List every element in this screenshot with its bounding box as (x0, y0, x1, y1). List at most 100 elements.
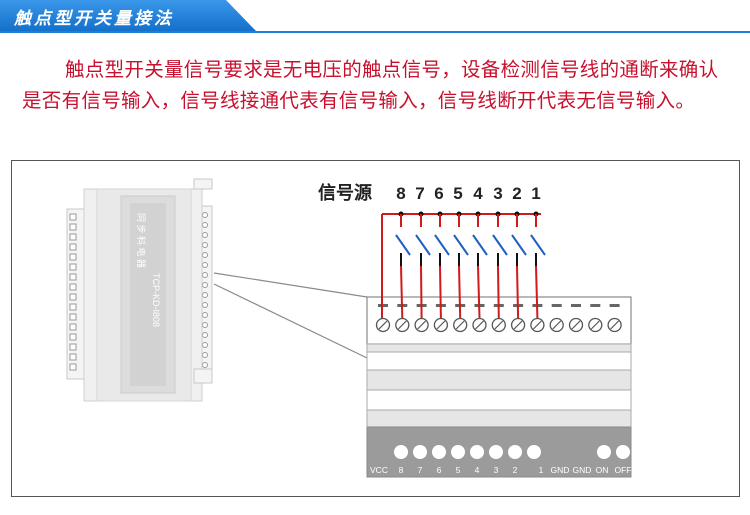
terminal-label: VCC (370, 465, 388, 475)
switch-contact (434, 234, 450, 256)
switch-contact (530, 234, 546, 256)
terminal-label: GND (551, 465, 570, 475)
section-title: 触点型开关量接法 (14, 9, 174, 29)
callout-line-top (213, 272, 368, 298)
device-left-terminal (69, 223, 77, 231)
terminal-hole (432, 445, 446, 459)
device-right-terminal (202, 212, 208, 218)
screw-slot (532, 320, 542, 330)
terminal-hole (451, 445, 465, 459)
device-left-terminal (69, 273, 77, 281)
channel-number: 7 (415, 184, 424, 203)
device-right-terminal (202, 272, 208, 278)
terminal-dash (551, 304, 562, 307)
channel-number: 5 (453, 184, 462, 203)
channel-wire-lower (477, 265, 481, 319)
screw-slot (455, 320, 465, 330)
terminal-dash (571, 304, 581, 307)
channel-number: 1 (531, 184, 540, 203)
device-left-terminal (69, 363, 77, 371)
device-left-terminal (69, 343, 77, 351)
terminal-hole (527, 445, 541, 459)
device-left-terminal (69, 283, 77, 291)
left-terminal-column (69, 213, 77, 371)
device-brand-label: 同 步 科 电 器 (136, 213, 147, 268)
terminal-dash (590, 304, 601, 307)
device-left-terminal (69, 293, 77, 301)
device-right-terminal (202, 232, 208, 238)
device-right-terminal (202, 342, 208, 348)
device-left-terminal (69, 233, 77, 241)
terminal-label: 3 (494, 465, 499, 475)
screw-slot (552, 320, 562, 330)
device-right-terminal (202, 242, 208, 248)
signal-wires (381, 211, 546, 319)
description-text: 触点型开关量信号要求是无电压的触点信号，设备检测信号线的通断来确认是否有信号输入… (22, 58, 719, 112)
device-left-terminal (69, 263, 77, 271)
channel-wire-lower (458, 265, 462, 319)
device-right-terminal (202, 282, 208, 288)
screw-slot (610, 320, 620, 330)
device-left-terminal (69, 333, 77, 341)
terminal-dash (609, 304, 620, 307)
terminal-holes (394, 445, 630, 459)
terminal-hole (413, 445, 427, 459)
io-module-device: 同 步 科 电 器 TCP-KD-I808 (66, 178, 213, 402)
terminal-label: 8 (399, 465, 404, 475)
device-left-terminal (69, 323, 77, 331)
device-left-terminal (69, 253, 77, 261)
terminal-hole (597, 445, 611, 459)
terminal-hole (508, 445, 522, 459)
channel-wire-lower (497, 265, 500, 319)
header-divider (0, 31, 750, 33)
device-right-terminal (202, 222, 208, 228)
screw-slot (397, 320, 407, 330)
device-right-terminal (202, 332, 208, 338)
device-right-terminal (202, 322, 208, 328)
terminal-label: 4 (475, 465, 480, 475)
device-left-terminal (69, 353, 77, 361)
terminal-label: ON (596, 465, 609, 475)
header-tab: 触点型开关量接法 (0, 0, 256, 31)
terminal-label: 5 (456, 465, 461, 475)
channel-number: 2 (512, 184, 521, 203)
signal-source-label: 信号源 (318, 182, 372, 203)
channel-wire-lower (420, 265, 423, 319)
device-right-terminal (202, 302, 208, 308)
switch-contact (395, 234, 411, 256)
screw-slot (475, 320, 484, 330)
screw-slot (590, 320, 600, 330)
terminal-hole (394, 445, 408, 459)
terminal-screws (375, 317, 622, 333)
screw-slot (494, 320, 504, 330)
terminal-hole (489, 445, 503, 459)
header-tab-shape (0, 0, 256, 31)
channel-wire-lower (400, 265, 404, 319)
switch-contact (472, 234, 488, 256)
device-left-terminal (69, 313, 77, 321)
channel-number: 3 (493, 184, 502, 203)
device-model-label: TCP-KD-I808 (151, 273, 161, 327)
screw-slot (378, 320, 388, 330)
device-right-terminal (202, 352, 208, 358)
device-right-terminal (202, 292, 208, 298)
channel-wire-lower (439, 265, 442, 319)
channel-number: 4 (473, 184, 483, 203)
terminal-label: 6 (437, 465, 442, 475)
terminal-hole (470, 445, 484, 459)
device-right-terminal (202, 312, 208, 318)
terminal-label: 1 (539, 465, 544, 475)
device-left-terminal (69, 243, 77, 251)
switch-contact (511, 234, 527, 256)
device-right-terminal (202, 252, 208, 258)
channel-wire-lower (535, 265, 539, 319)
channel-number: 8 (396, 184, 405, 203)
terminal-label: OFF (615, 465, 632, 475)
screw-slot (436, 320, 446, 330)
channel-wire-lower (516, 265, 520, 319)
screw-slot (571, 320, 581, 330)
